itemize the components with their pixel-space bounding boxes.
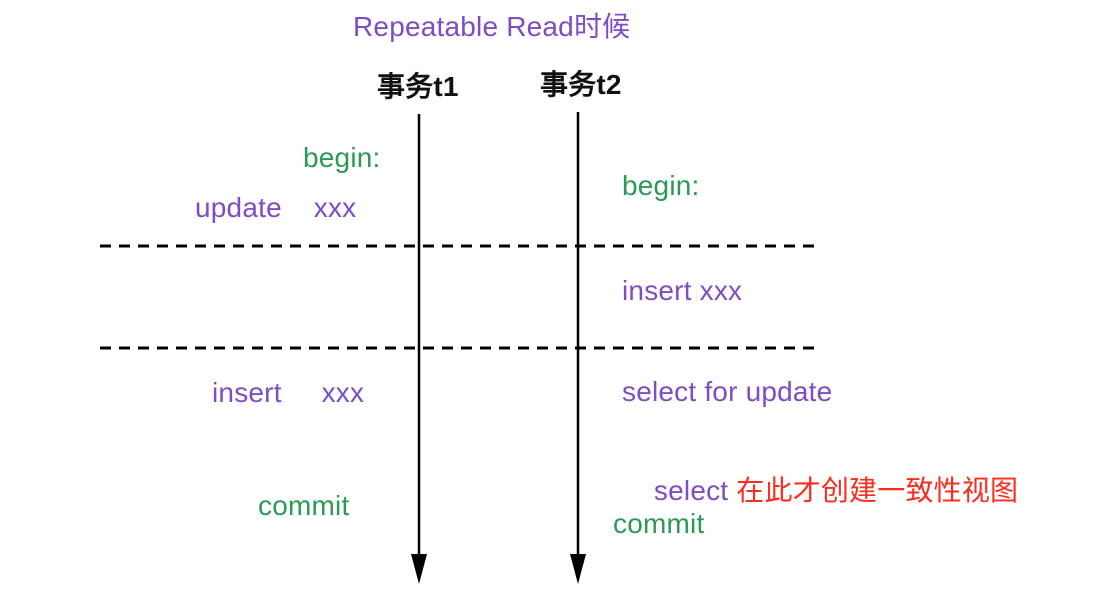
t2-timeline-arrow [570,112,586,584]
t1-timeline-arrow [411,114,427,584]
t1-begin-statement: begin: [303,142,381,173]
t1-column-header: 事务t1 [377,71,459,102]
t2-begin-statement: begin: [622,170,700,201]
t1-commit-statement: commit [258,490,350,521]
diagram-title: Repeatable Read时候 [353,11,631,42]
t2-column-header: 事务t2 [540,69,622,100]
t1-update-statement: update xxx [195,192,357,223]
t1-insert-statement: insert xxx [212,377,365,408]
t2-select-for-update-statement: select for update [622,376,833,407]
t2-commit-statement: commit [613,508,705,539]
t2-insert-statement: insert xxx [622,275,743,306]
t2-select-statement-line: select 在此才创建一致性视图 [622,445,1018,537]
t2-consistent-view-annotation: 在此才创建一致性视图 [736,474,1019,506]
t2-select-keyword: select [653,474,737,506]
